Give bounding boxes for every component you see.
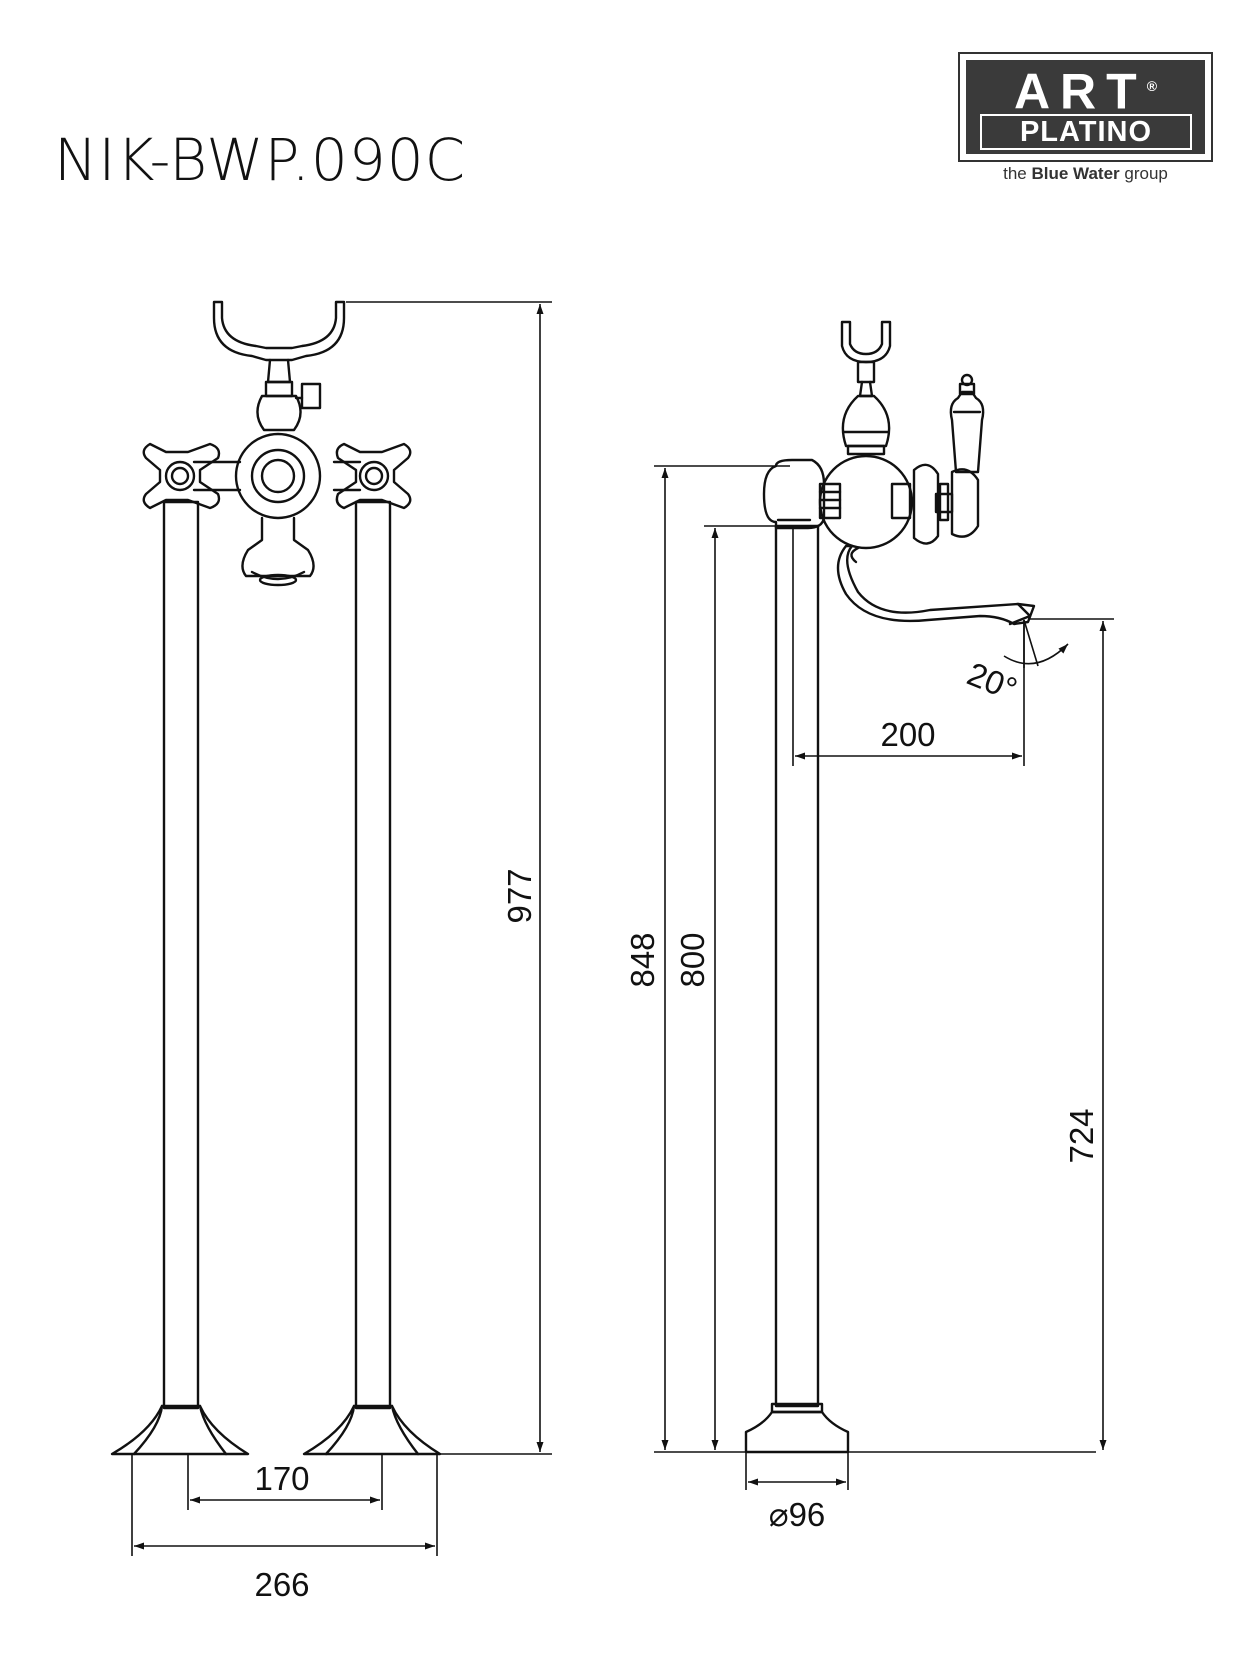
dim-200-label: 200 [880,716,935,753]
left-cross-handle [142,442,221,510]
dim-266-label: 266 [254,1566,309,1603]
side-handle-rosette [912,463,940,545]
dim-977-label: 977 [501,868,538,923]
logo-tagline: the Blue Water group [1003,164,1168,183]
logo-platino-text: PLATINO [1019,116,1153,148]
dim-848-label: 848 [624,932,661,987]
shower-cradle [212,300,346,362]
side-plug [300,382,322,410]
dim-170-label: 170 [254,1460,309,1497]
side-shower-holder [840,320,892,364]
left-column [162,500,200,1410]
right-handle-cap [358,460,390,492]
column-head [762,458,826,530]
porcelain-lever [949,390,985,474]
side-spout [836,544,1036,626]
dim-angle-ray [1023,619,1039,667]
side-main-body [818,454,914,550]
dim-724-label: 724 [1063,1108,1100,1163]
side-column [774,524,820,1408]
connector-ball [256,394,302,432]
side-holder-stem [856,360,876,384]
side-body-collar-right [890,482,912,520]
dim-angle-arc [1003,643,1069,665]
front-spout [241,516,315,578]
spout-aerator [258,573,298,587]
right-cross-handle [335,442,412,510]
left-handle-cap [164,460,196,492]
dim-800-label: 800 [674,932,711,987]
brand-logo: ART® PLATINO the Blue Water group [958,52,1213,190]
page-title: NIK-BWP.090C [54,126,467,194]
side-dimensions [654,465,1114,1490]
logo-art-text: ART® [1013,63,1158,120]
logo-platino-box: PLATINO [980,114,1192,150]
diverter-body [234,432,322,520]
front-view [110,300,442,1456]
side-lever-handle [950,468,980,538]
side-base [744,1410,850,1454]
logo-frame: ART® PLATINO [958,52,1213,162]
side-view [744,320,1036,1454]
dim-angle-label: 20° [962,655,1022,708]
cradle-collar [264,380,294,398]
side-spout-neck [850,546,860,564]
left-base [110,1404,250,1456]
side-ornament [841,394,891,448]
mixer-body-arms [192,460,362,492]
front-dimensions [131,301,552,1556]
right-column [354,500,392,1410]
right-base [302,1404,442,1456]
cradle-neck [266,358,292,384]
dim-96-label: ⌀96 [769,1496,826,1533]
logo-panel: ART® PLATINO [966,60,1205,154]
